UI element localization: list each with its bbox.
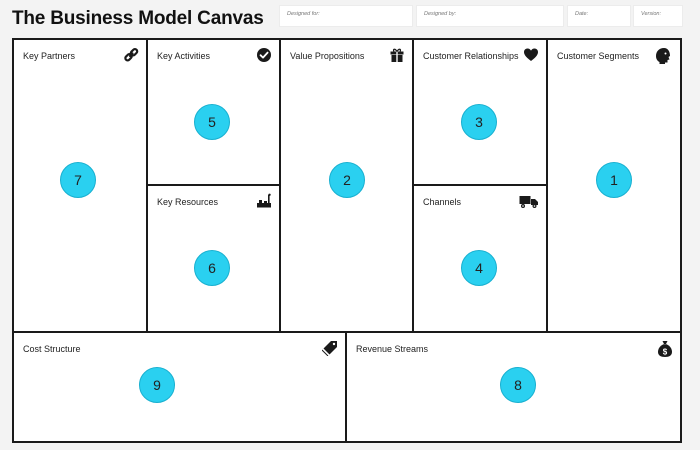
key-partners-label: Key Partners [23,51,76,61]
business-model-canvas: Key Partners 7 Key Activities 5 Key Reso… [12,38,682,443]
designed-for-label: Designed for: [287,11,320,17]
truck-icon [519,193,539,209]
key-partners-number: 7 [60,162,96,198]
check-circle-icon [256,47,272,63]
key-activities-block[interactable]: Key Activities 5 [148,40,281,186]
key-resources-label: Key Resources [157,197,219,207]
gift-icon [389,47,405,63]
customer-relationships-number: 3 [461,104,497,140]
revenue-streams-label: Revenue Streams [356,344,429,354]
date-label: Date: [575,11,589,17]
customer-segments-number: 1 [596,162,632,198]
heart-icon [523,47,539,63]
money-bag-icon: $ [657,340,673,358]
revenue-streams-number: 8 [500,367,536,403]
designed-by-field[interactable]: Designed by: [416,5,564,27]
channels-label: Channels [423,197,462,207]
revenue-streams-block[interactable]: Revenue Streams $ 8 [347,331,680,441]
value-propositions-label: Value Propositions [290,51,365,61]
key-resources-number: 6 [194,250,230,286]
head-icon [655,47,673,65]
version-label: Version: [641,11,661,17]
link-icon [123,47,139,63]
cost-structure-block[interactable]: Cost Structure 9 [14,331,347,441]
channels-block[interactable]: Channels 4 [414,186,548,331]
factory-icon [256,193,272,209]
value-propositions-block[interactable]: Value Propositions 2 [281,40,414,331]
customer-relationships-label: Customer Relationships [423,51,519,61]
page-title: The Business Model Canvas [12,8,264,29]
cost-structure-number: 9 [139,367,175,403]
key-activities-label: Key Activities [157,51,211,61]
key-resources-block[interactable]: Key Resources 6 [148,186,281,331]
key-partners-block[interactable]: Key Partners 7 [14,40,148,331]
channels-number: 4 [461,250,497,286]
key-activities-number: 5 [194,104,230,140]
customer-segments-block[interactable]: Customer Segments 1 [548,40,680,331]
designed-for-field[interactable]: Designed for: [279,5,413,27]
value-propositions-number: 2 [329,162,365,198]
cost-structure-label: Cost Structure [23,344,81,354]
version-field[interactable]: Version: [633,5,683,27]
date-field[interactable]: Date: [567,5,631,27]
svg-text:$: $ [663,348,668,357]
tag-icon [322,340,338,356]
customer-relationships-block[interactable]: Customer Relationships 3 [414,40,548,186]
customer-segments-label: Customer Segments [557,51,640,61]
designed-by-label: Designed by: [424,11,457,17]
